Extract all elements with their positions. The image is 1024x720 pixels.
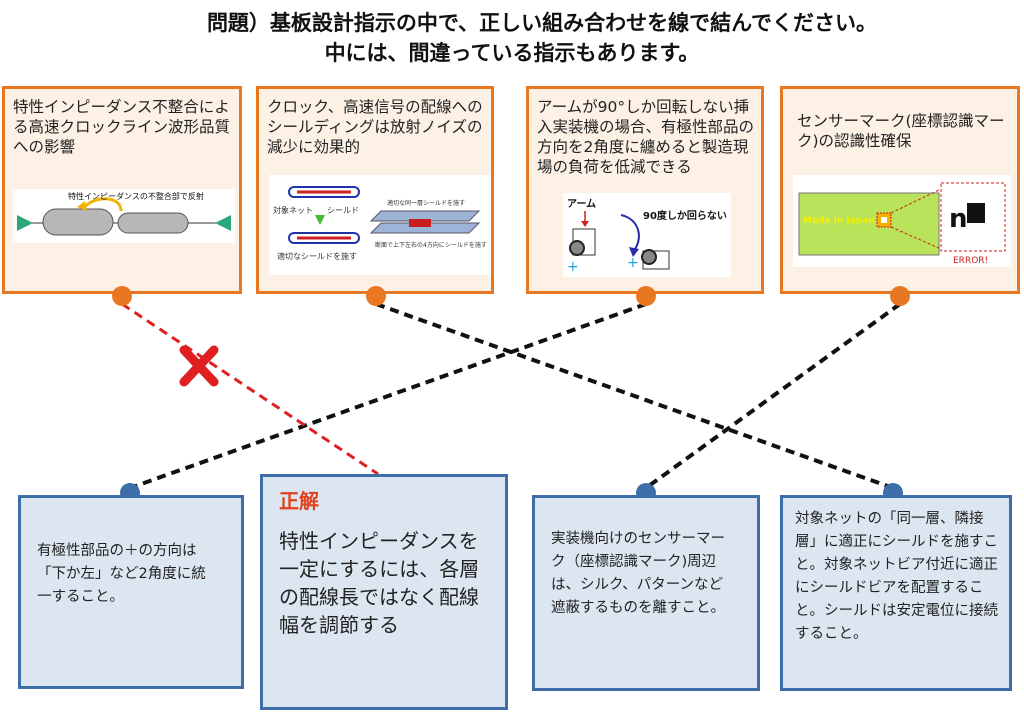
question-title: 問題）基板設計指示の中で、正しい組み合わせを線で結んでください。 xyxy=(206,11,878,35)
bottom-card-sensor-rule: 実装機向けのセンサーマーク（座標認識マーク)周辺は、シルク、パターンなど遮蔽する… xyxy=(532,495,760,691)
top-node xyxy=(366,286,386,306)
illus-label-arm: アーム xyxy=(567,198,596,210)
sensor-mark-illustration: Made in Japan n ERROR! xyxy=(793,175,1011,267)
answer-card: 正解 特性インピーダンスを一定にするには、各層の配線長ではなく配線幅を調節する xyxy=(260,474,508,710)
bottom-card-polarity-rule: 有極性部品の＋の方向は「下か左」など2角度に統一すること。 xyxy=(18,495,244,689)
line-polarity-to-polarity-rule xyxy=(129,302,647,490)
svg-text:+: + xyxy=(567,259,579,275)
wrong-x-icon xyxy=(179,345,219,387)
top-card-text: アームが90°しか回転しない挿入実装機の場合、有極性部品の方向を2角度に纏めると… xyxy=(537,98,755,176)
bottom-card-text: 有極性部品の＋の方向は「下か左」など2角度に統一すること。 xyxy=(37,543,206,605)
illus-label-made-in-japan: Made in Japan xyxy=(803,216,875,226)
top-card-text: センサーマーク(座標認識マーク)の認識性確保 xyxy=(797,112,1005,150)
bottom-card-text: 実装機向けのセンサーマーク（座標認識マーク)周辺は、シルク、パターンなど遮蔽する… xyxy=(551,531,725,616)
bottom-card-shield-rule: 対象ネットの「同一層、隣接層」に適正にシールドを施すこと。対象ネットビア付近に適… xyxy=(780,495,1012,691)
line-sensor-to-sensor-rule xyxy=(644,302,902,490)
top-card-text: クロック、高速信号の配線へのシールディングは放射ノイズの減少に効果的 xyxy=(267,98,483,156)
impedance-illustration: 特性インピーダンスの不整合部で反射 xyxy=(13,189,235,243)
top-card-impedance: 特性インピーダンス不整合による高速クロックライン波形品質への影響 特性インピーダ… xyxy=(2,86,242,294)
svg-text:+: + xyxy=(627,255,639,271)
illus-label-net: 対象ネット xyxy=(273,205,313,215)
illus-label-reflection: 特性インピーダンスの不整合部で反射 xyxy=(68,191,204,201)
top-node xyxy=(112,286,132,306)
question-subtitle: 中には、間違っている指示もあります。 xyxy=(324,41,700,65)
line-impedance-wrong xyxy=(121,302,379,476)
shielding-illustration: 対象ネット シールド 適切なシールドを施す 適切な同一層シールドを施す 断面で上… xyxy=(269,175,491,275)
polarity-illustration: アーム + 90度しか回らない + xyxy=(563,193,731,277)
top-card-shielding: クロック、高速信号の配線へのシールディングは放射ノイズの減少に効果的 対象ネット… xyxy=(256,86,494,294)
illus-label-error: ERROR! xyxy=(953,256,988,266)
bottom-card-text: 対象ネットの「同一層、隣接層」に適正にシールドを施すこと。対象ネットビア付近に適… xyxy=(795,511,998,642)
illus-label-shield: シールド xyxy=(327,206,359,215)
top-node xyxy=(890,286,910,306)
answer-heading: 正解 xyxy=(279,489,319,513)
top-node xyxy=(636,286,656,306)
answer-text: 特性インピーダンスを一定にするには、各層の配線長ではなく配線幅を調節する xyxy=(279,529,480,637)
top-card-polarity: アームが90°しか回転しない挿入実装機の場合、有極性部品の方向を2角度に纏めると… xyxy=(526,86,764,294)
illus-label-same-layer: 適切な同一層シールドを施す xyxy=(387,199,465,207)
illus-label-cross-section: 断面で上下左右の4方向にシールドを施す xyxy=(375,241,487,249)
illus-label-90deg: 90度しか回らない xyxy=(643,209,727,222)
top-card-text: 特性インピーダンス不整合による高速クロックライン波形品質への影響 xyxy=(13,98,231,156)
line-shield-to-shield-rule xyxy=(375,302,894,490)
illus-label-proper: 適切なシールドを施す xyxy=(277,251,357,261)
illus-label-n: n xyxy=(949,204,968,234)
top-card-sensor-mark: センサーマーク(座標認識マーク)の認識性確保 Made in Japan n E… xyxy=(780,86,1020,294)
